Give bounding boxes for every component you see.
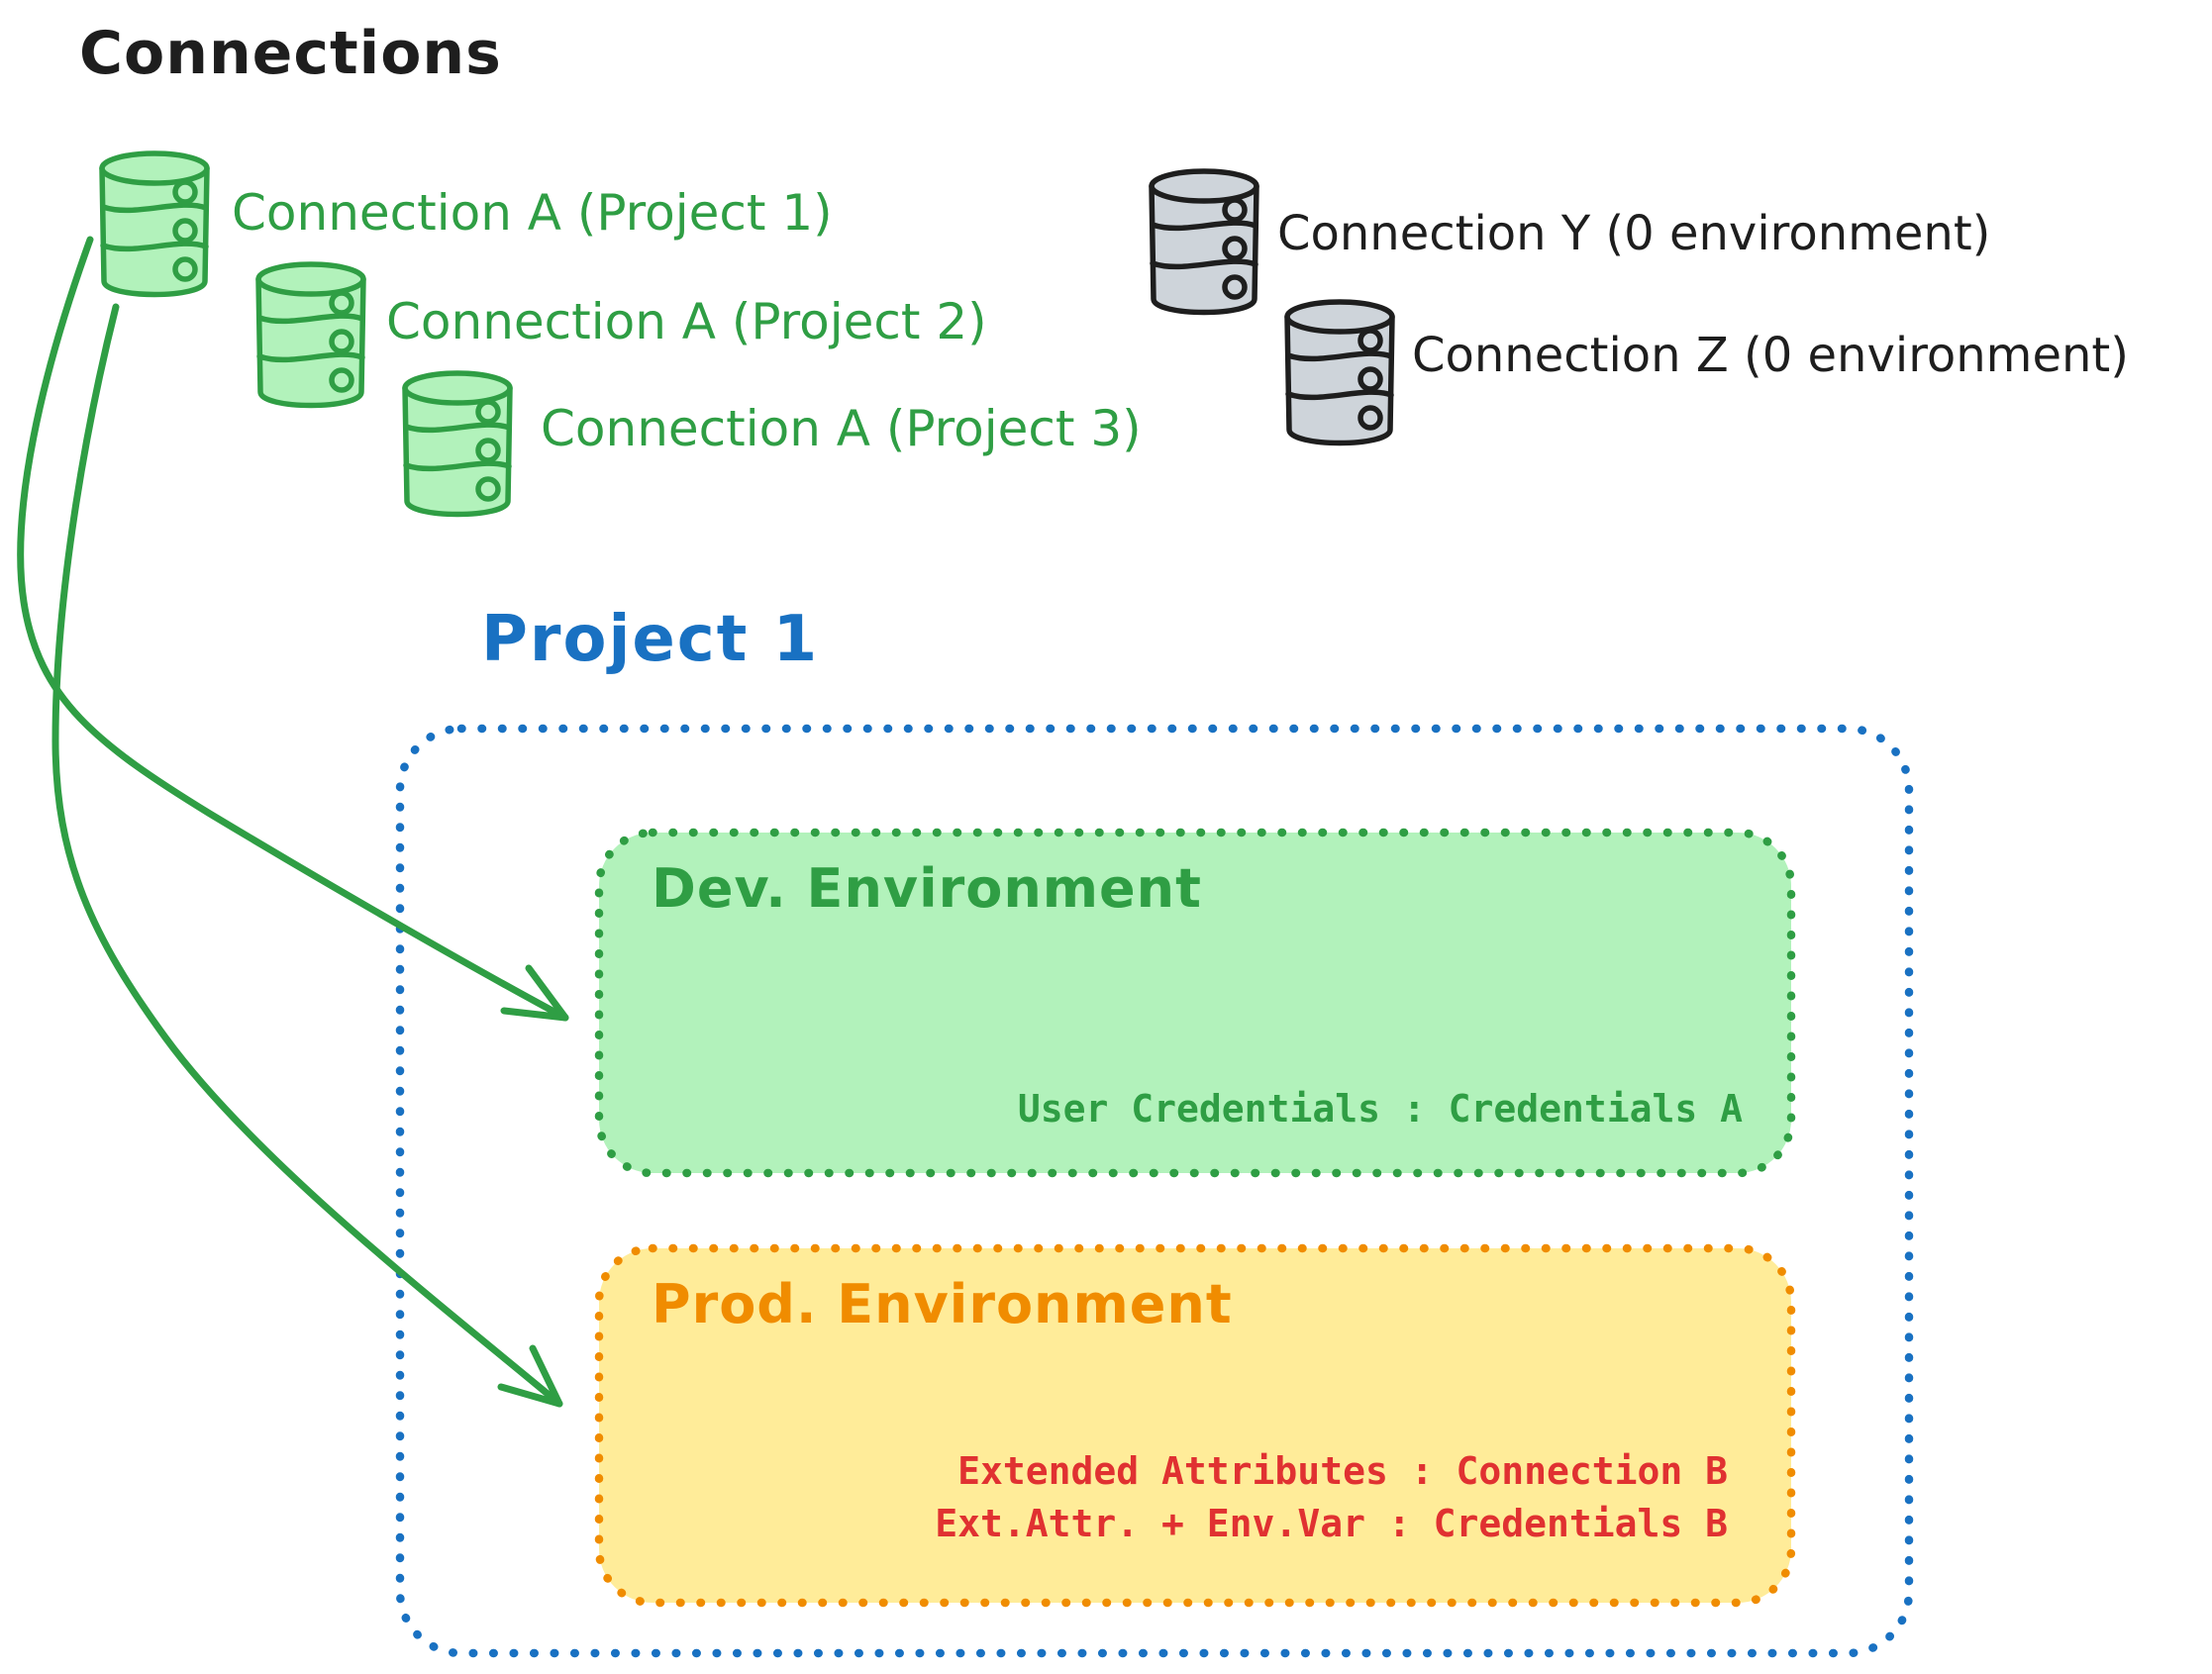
project-1-title: Project 1 <box>481 603 820 676</box>
prod-extended-attributes-line: Extended Attributes : Connection B <box>957 1449 1728 1493</box>
database-icon-connection-z <box>1287 302 1392 443</box>
connection-a-project-3-label: Connection A (Project 3) <box>541 400 1142 457</box>
database-icon-connection-y <box>1152 171 1257 313</box>
dev-environment-credentials-text: User Credentials : Credentials A <box>1017 1087 1743 1131</box>
connection-a-project-2-label: Connection A (Project 2) <box>386 293 987 350</box>
connections-title: Connections <box>79 19 502 88</box>
connection-y-label: Connection Y (0 environment) <box>1277 206 1991 261</box>
arrow-connection-a-to-prod-environment <box>51 303 563 1408</box>
prod-ext-attr-env-var-line: Ext.Attr. + Env.Var : Credentials B <box>935 1502 1728 1546</box>
database-icon-connection-a-project-1 <box>102 153 207 295</box>
dev-environment-title: Dev. Environment <box>652 857 1202 920</box>
database-icon-connection-a-project-3 <box>405 373 510 515</box>
database-icon-connection-a-project-2 <box>258 264 363 406</box>
connection-z-label: Connection Z (0 environment) <box>1412 328 2129 383</box>
prod-environment-credentials-text: Extended Attributes : Connection B Ext.A… <box>599 1445 1728 1550</box>
prod-environment-title: Prod. Environment <box>652 1273 1233 1335</box>
connection-a-project-1-label: Connection A (Project 1) <box>232 184 833 242</box>
